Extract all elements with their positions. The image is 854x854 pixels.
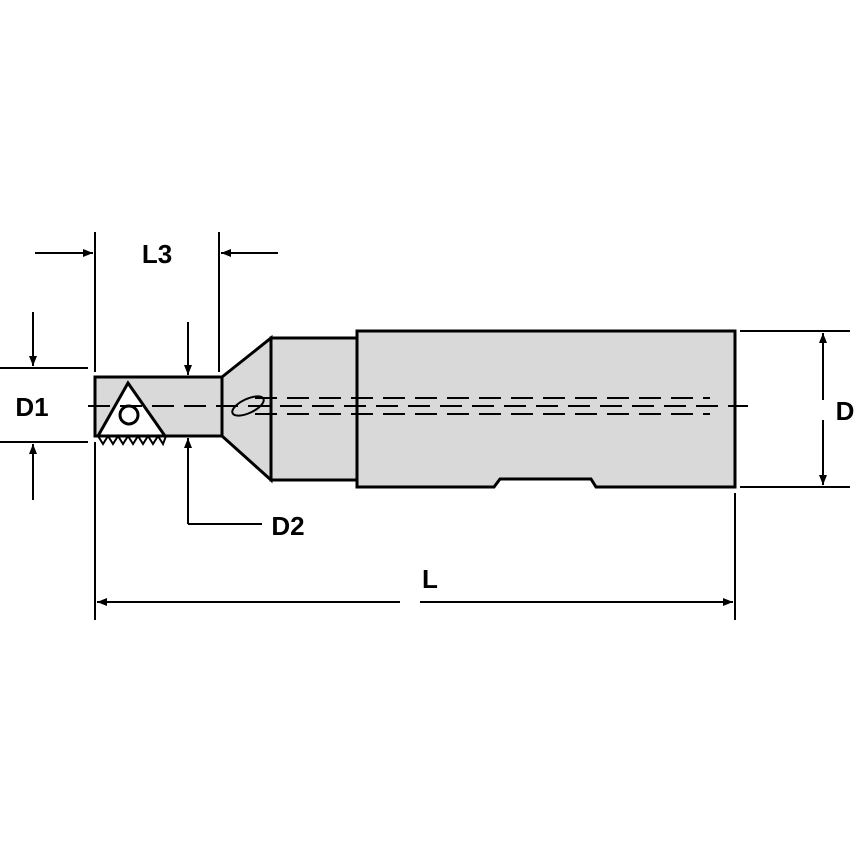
label-d1: D1 bbox=[15, 392, 48, 422]
label-d2: D2 bbox=[271, 511, 304, 541]
taper bbox=[220, 334, 273, 484]
tool-body bbox=[93, 329, 737, 489]
dim-d2: D2 bbox=[184, 322, 305, 541]
insert-teeth bbox=[97, 434, 167, 447]
dim-d1: D1 bbox=[15, 312, 49, 500]
extension-lines bbox=[0, 232, 850, 620]
dim-l: L bbox=[97, 564, 733, 606]
label-d: D bbox=[836, 396, 854, 426]
shank bbox=[355, 329, 737, 489]
insert-screw bbox=[118, 404, 140, 426]
centerline-group bbox=[88, 397, 748, 415]
dim-d: D bbox=[819, 333, 854, 485]
label-l3: L3 bbox=[142, 239, 172, 269]
dim-l3: L3 bbox=[35, 239, 278, 269]
collar bbox=[269, 336, 359, 482]
label-l: L bbox=[422, 564, 438, 594]
